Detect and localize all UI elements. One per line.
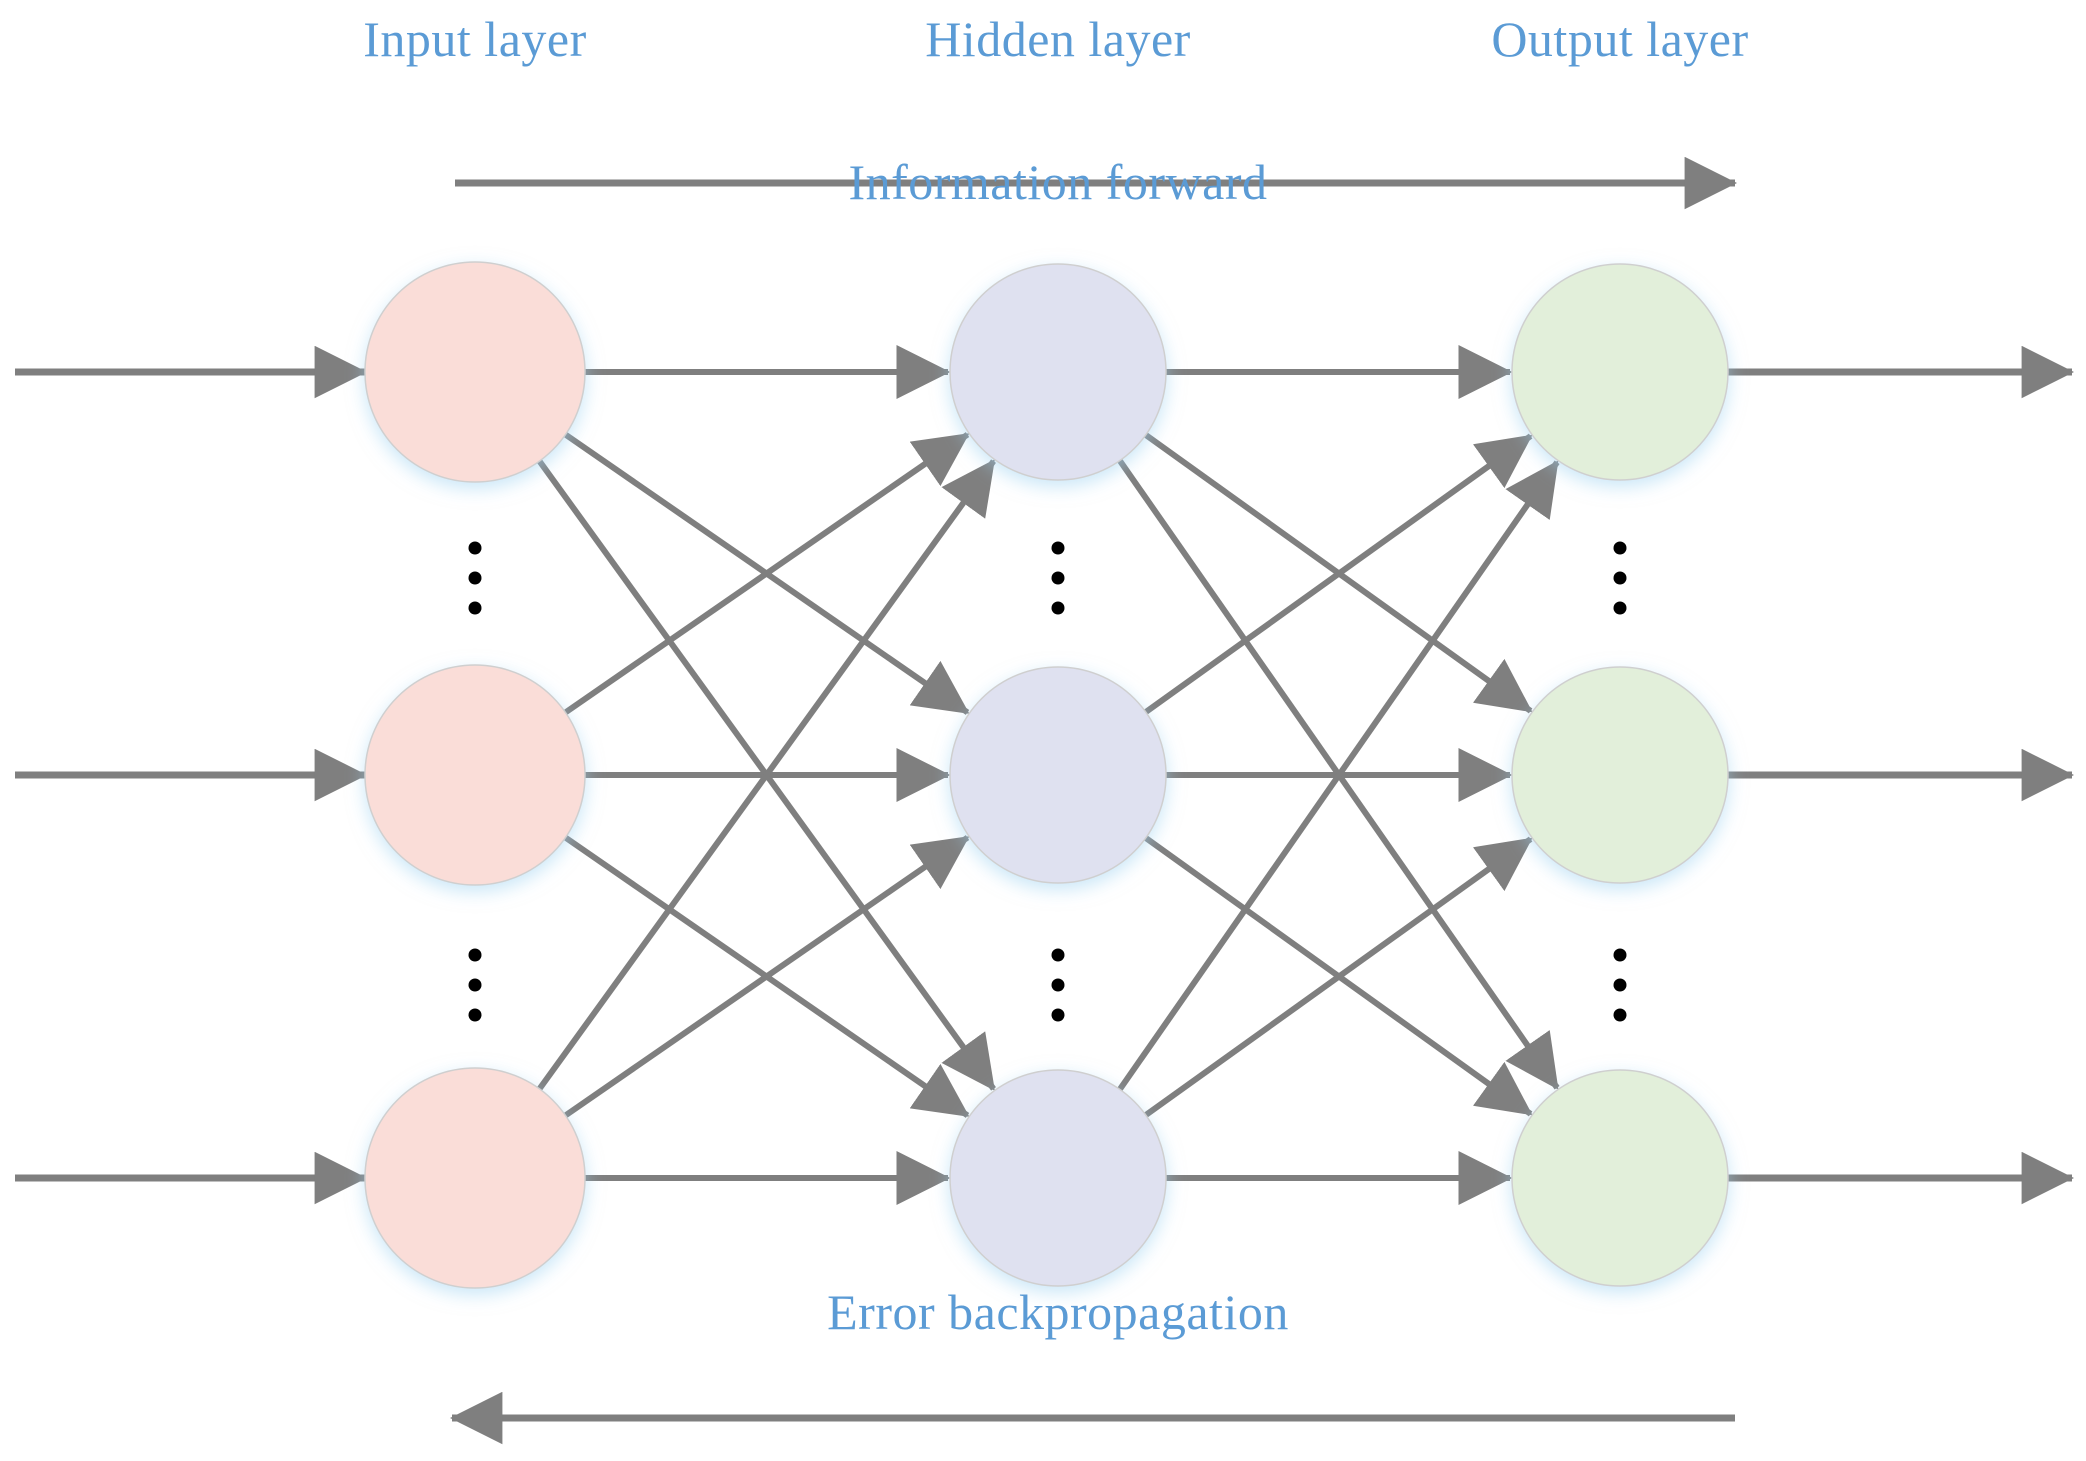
output-ellipsis-0-dot-1 xyxy=(1613,571,1627,585)
input-hidden-edge-2-0 xyxy=(537,459,996,1091)
hidden-ellipsis-0 xyxy=(1051,541,1065,615)
output-neuron-1 xyxy=(1511,666,1729,884)
output-ellipsis-0 xyxy=(1613,541,1627,615)
output-neuron-0 xyxy=(1511,263,1729,481)
input-ellipsis-1-dot-1 xyxy=(468,978,482,992)
hidden-ellipsis-1-dot-1 xyxy=(1051,978,1065,992)
hidden-ellipsis-1-dot-2 xyxy=(1051,1008,1065,1022)
input-hidden-edge-2-1 xyxy=(563,835,970,1118)
hidden-neuron-1 xyxy=(949,666,1167,884)
output-ellipsis-1-dot-2 xyxy=(1613,1008,1627,1022)
input-neuron-1 xyxy=(364,664,586,886)
input-ellipsis-1 xyxy=(468,948,482,1022)
edges-hidden-to-output xyxy=(1117,345,1560,1205)
flow-direction-arrows xyxy=(449,156,1738,1445)
input-ellipsis-1-dot-2 xyxy=(468,1008,482,1022)
hidden-ellipsis-0-dot-0 xyxy=(1051,541,1065,555)
hidden-neuron-2 xyxy=(949,1069,1167,1287)
hidden-output-edge-1-0 xyxy=(1144,433,1533,715)
external-output-arrows xyxy=(1728,345,2075,1205)
hidden-ellipsis-0-dot-2 xyxy=(1051,601,1065,615)
hidden-neuron-0 xyxy=(949,263,1167,481)
hidden-ellipsis-1 xyxy=(1051,948,1065,1022)
output-ellipsis-0-dot-2 xyxy=(1613,601,1627,615)
output-ellipsis-1-dot-0 xyxy=(1613,948,1627,962)
input-ellipsis-1-dot-0 xyxy=(468,948,482,962)
hidden-layer-label: Hidden layer xyxy=(925,11,1191,67)
output-layer-label: Output layer xyxy=(1491,11,1749,67)
output-neuron-2 xyxy=(1511,1069,1729,1287)
input-ellipsis-0 xyxy=(468,541,482,615)
input-ellipsis-0-dot-0 xyxy=(468,541,482,555)
hidden-ellipsis-1-dot-0 xyxy=(1051,948,1065,962)
information-forward-label: Information forward xyxy=(848,154,1268,210)
input-ellipsis-0-dot-2 xyxy=(468,601,482,615)
vertical-ellipses xyxy=(468,541,1627,1022)
neuron-nodes xyxy=(364,261,1729,1289)
input-neuron-2 xyxy=(364,1067,586,1289)
input-hidden-edge-1-0 xyxy=(563,432,970,715)
input-neuron-0 xyxy=(364,261,586,483)
output-ellipsis-1-dot-1 xyxy=(1613,978,1627,992)
error-backpropagation-label: Error backpropagation xyxy=(827,1284,1289,1340)
input-ellipsis-0-dot-1 xyxy=(468,571,482,585)
output-ellipsis-1 xyxy=(1613,948,1627,1022)
hidden-output-edge-2-0 xyxy=(1117,460,1560,1092)
hidden-ellipsis-0-dot-1 xyxy=(1051,571,1065,585)
input-layer-label: Input layer xyxy=(363,11,587,67)
hidden-output-edge-2-1 xyxy=(1144,836,1533,1118)
edges-input-to-hidden xyxy=(537,345,996,1205)
output-ellipsis-0-dot-0 xyxy=(1613,541,1627,555)
external-input-arrows xyxy=(15,345,368,1205)
